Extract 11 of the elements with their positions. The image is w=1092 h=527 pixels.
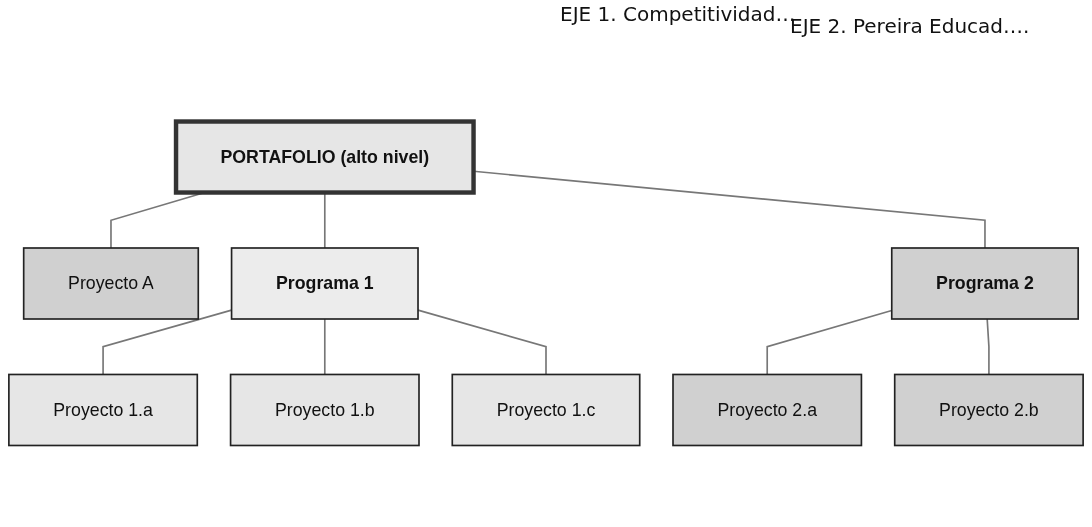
node-box: Programa 1 [230,247,419,320]
node-box: Proyecto A [22,247,200,320]
node-box: Proyecto 2.b [893,373,1084,447]
node-box: Programa 2 [890,247,1079,320]
node-box: Proyecto 2.a [672,373,863,447]
node-box: Proyecto 1.a [8,373,199,447]
node-box: PORTAFOLIO (alto nivel) [173,119,476,195]
connector [986,318,990,376]
connector [323,318,326,376]
node-box: Proyecto 1.b [229,373,420,447]
node-box: Proyecto 1.c [451,373,641,447]
